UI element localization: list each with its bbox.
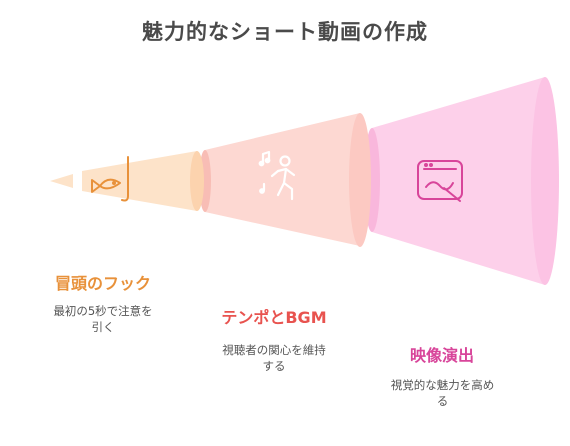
stage-3-description-line-1: 視覚的な魅力を高め	[390, 378, 495, 392]
dancing-person-icon	[258, 150, 296, 201]
funnel-stage-1	[50, 151, 204, 211]
stage-2-label: テンポとBGM	[221, 308, 327, 327]
stage-2-description-line-2: する	[262, 359, 286, 373]
fish-hook-icon	[91, 156, 129, 202]
stage-1-label: 冒頭のフック	[54, 274, 151, 293]
stage-2-description: 視聴者の関心を維持 する	[194, 342, 354, 374]
stage-3-description: 視覚的な魅力を高め る	[365, 377, 520, 409]
stage-1-description-line-2: 引く	[91, 320, 115, 334]
page-title: 魅力的なショート動画の作成	[142, 20, 428, 44]
stage-2-description-line-1: 視聴者の関心を維持	[222, 343, 326, 357]
stage-1-description-line-1: 最初の5秒で注意を	[53, 304, 153, 318]
drawing-tablet-icon	[417, 160, 463, 202]
funnel-stage-3	[364, 77, 559, 285]
stage-1-description: 最初の5秒で注意を 引く	[28, 303, 178, 335]
stage-3-label: 映像演出	[409, 346, 474, 365]
stage-3-description-line-2: る	[436, 394, 449, 408]
